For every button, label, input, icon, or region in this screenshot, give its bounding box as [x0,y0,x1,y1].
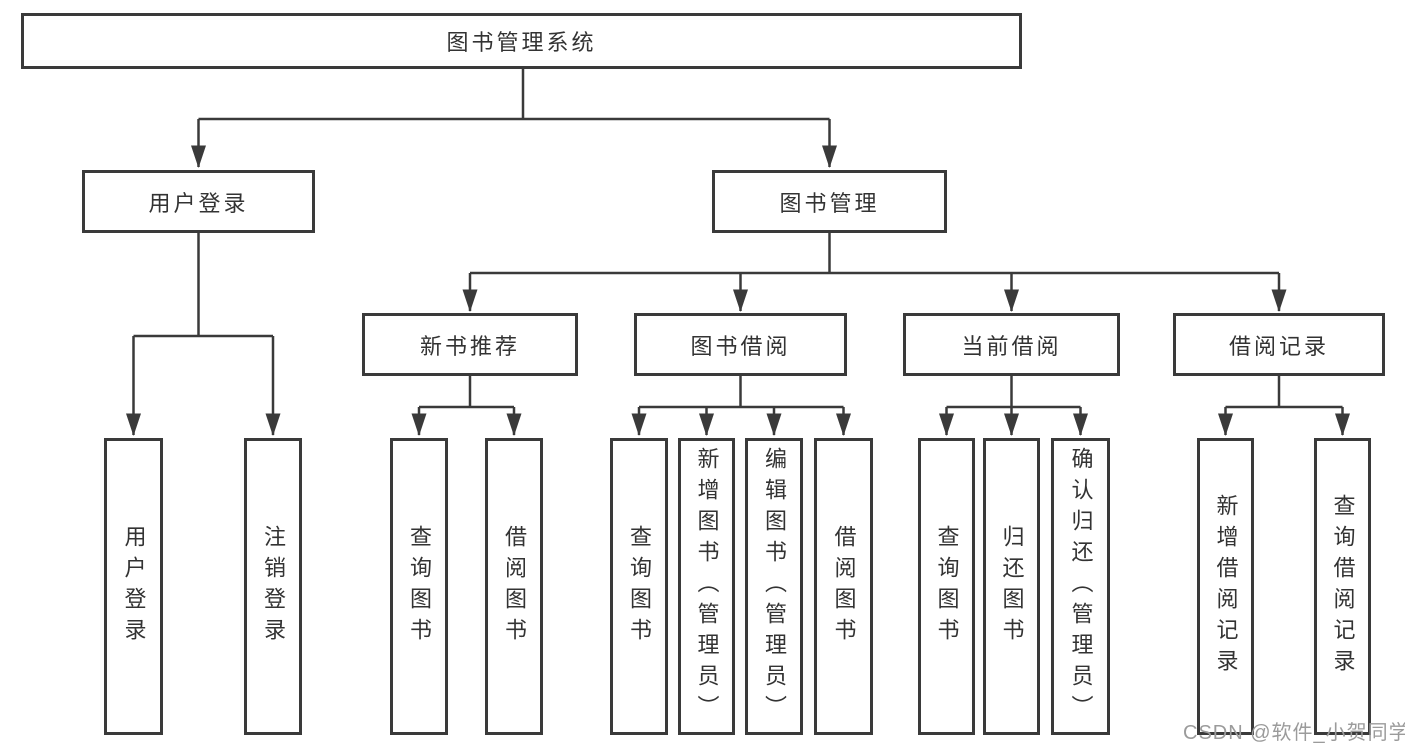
leaf-nb-query-books: 查询图书 [390,438,448,735]
node-current-borrow: 当前借阅 [903,313,1120,376]
node-user-login-label: 用户登录 [148,190,249,216]
node-book-borrow: 图书借阅 [634,313,847,376]
leaf-cb-query-books: 查询图书 [918,438,975,735]
node-user-login: 用户登录 [82,170,315,233]
leaf-bb-borrow-books-label: 借阅图书 [831,524,857,649]
leaf-bb-edit-books-admin: 编辑图书（管理员） [745,438,803,735]
node-current-borrow-label: 当前借阅 [961,333,1062,359]
leaf-br-query-borrow-record-label: 查询借阅记录 [1330,493,1356,680]
leaf-cb-return-books-label: 归还图书 [999,524,1025,649]
leaf-cb-query-books-label: 查询图书 [934,524,960,649]
leaf-bb-query-books: 查询图书 [610,438,668,735]
node-root-label: 图书管理系统 [446,30,597,55]
leaf-br-add-borrow-record-label: 新增借阅记录 [1213,493,1239,680]
leaf-logout-label: 注销登录 [261,524,286,649]
leaf-logout: 注销登录 [244,438,302,735]
leaf-br-query-borrow-record: 查询借阅记录 [1314,438,1371,735]
leaf-bb-add-books-admin: 新增图书（管理员） [678,438,735,735]
leaf-cb-confirm-return-admin-label: 确认归还（管理员） [1068,447,1094,726]
node-new-book-recommend-label: 新书推荐 [419,333,520,359]
node-new-book-recommend: 新书推荐 [362,313,578,376]
leaf-nb-query-books-label: 查询图书 [407,524,432,649]
csdn-watermark: CSDN @软件_小贺同学 [1183,722,1405,744]
leaf-br-add-borrow-record: 新增借阅记录 [1197,438,1254,735]
node-borrow-records: 借阅记录 [1173,313,1385,376]
node-borrow-records-label: 借阅记录 [1228,333,1329,359]
leaf-bb-add-books-admin-label: 新增图书（管理员） [694,447,720,726]
leaf-bb-edit-books-admin-label: 编辑图书（管理员） [762,447,787,726]
leaf-nb-borrow-books: 借阅图书 [485,438,543,735]
leaf-nb-borrow-books-label: 借阅图书 [502,524,527,649]
leaf-bb-query-books-label: 查询图书 [627,524,652,649]
leaf-cb-confirm-return-admin: 确认归还（管理员） [1051,438,1110,735]
leaf-cb-return-books: 归还图书 [983,438,1040,735]
node-book-borrow-label: 图书借阅 [690,333,791,359]
node-book-management-label: 图书管理 [779,190,880,216]
node-book-management: 图书管理 [712,170,947,233]
node-root: 图书管理系统 [21,13,1022,69]
leaf-user-login-label: 用户登录 [121,524,147,649]
leaf-user-login: 用户登录 [104,438,163,735]
leaf-bb-borrow-books: 借阅图书 [814,438,873,735]
